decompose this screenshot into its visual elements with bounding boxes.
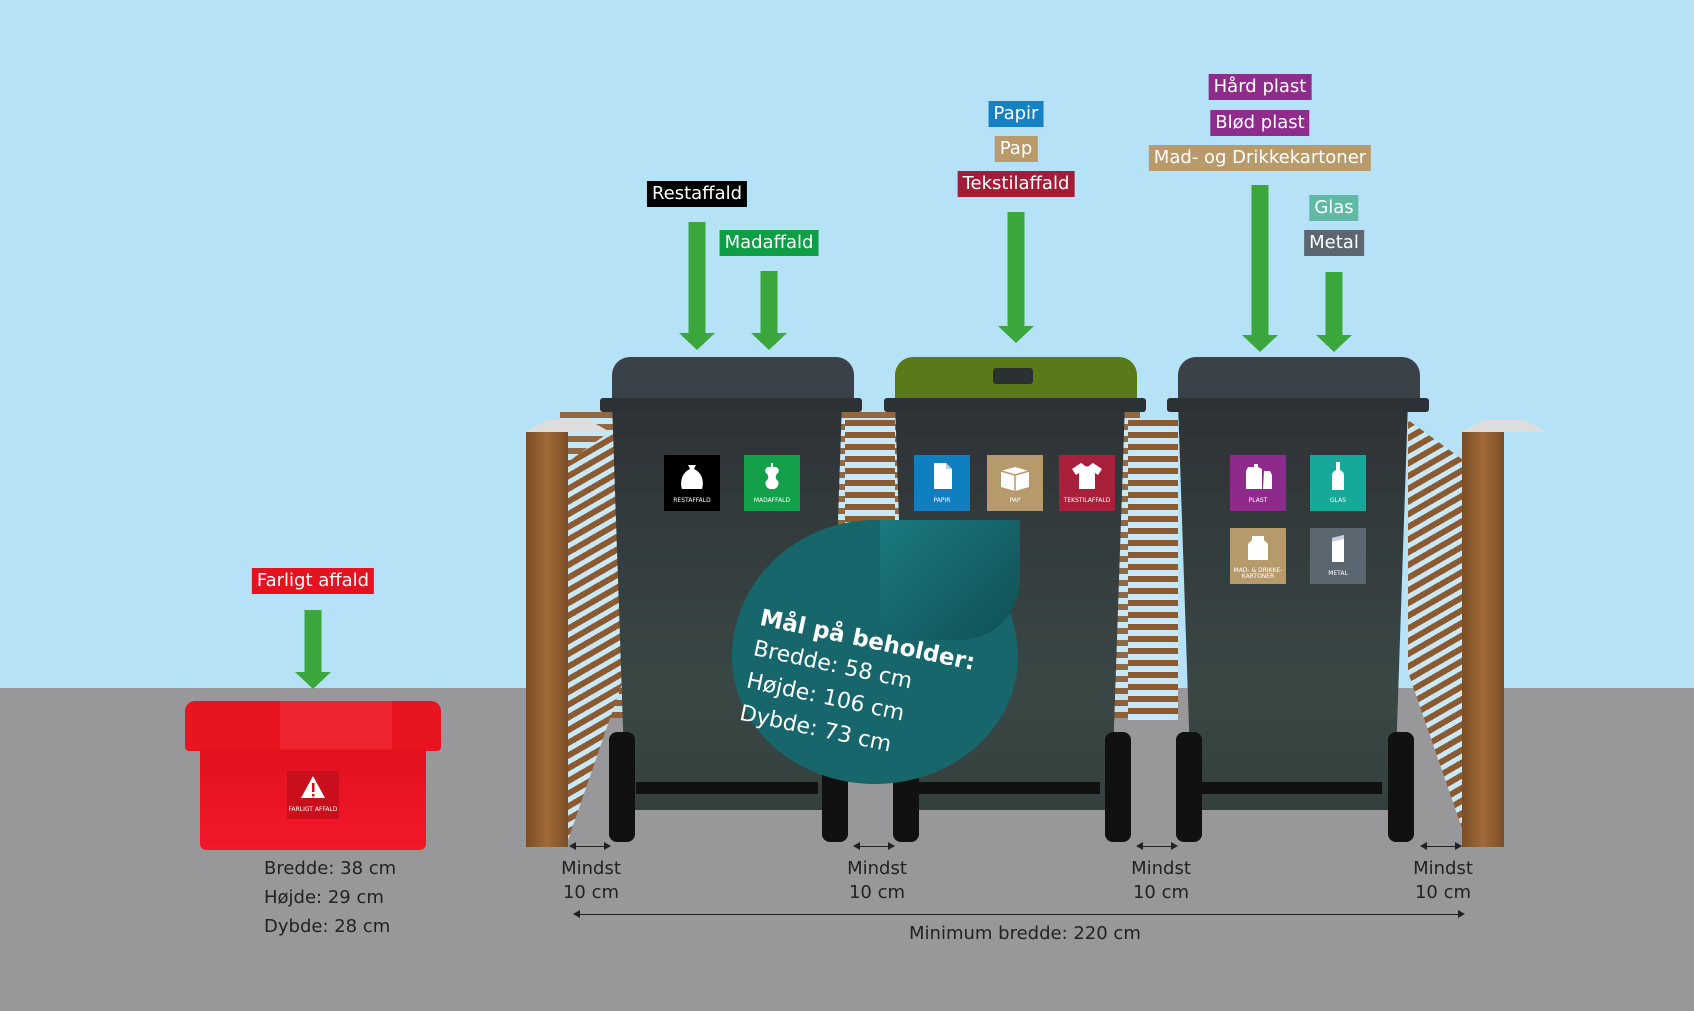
label-papir: Papir xyxy=(988,101,1044,127)
label-madaffald: Madaffald xyxy=(719,230,819,256)
can-icon: METAL xyxy=(1310,528,1366,584)
fence-post-left xyxy=(526,420,610,847)
arrow-madaffald xyxy=(751,271,787,350)
label-restaffald: Restaffald xyxy=(646,181,748,207)
paper-icon: PAPIR xyxy=(914,455,970,511)
arrow-farligt-affald xyxy=(295,610,331,689)
box-bredde: Bredde: 38 cm xyxy=(264,858,397,879)
arrow-restaffald xyxy=(679,222,715,350)
apple-core-icon: MADAFFALD xyxy=(744,455,800,511)
box-hoejde: Højde: 29 cm xyxy=(264,887,384,908)
box-dybde: Dybde: 28 cm xyxy=(264,916,391,937)
carton-icon: MAD- & DRIKKE-KARTONER xyxy=(1230,528,1286,584)
fence-post-right xyxy=(1462,420,1546,847)
warning-icon: FARLIGT AFFALD xyxy=(287,771,339,819)
box-dimensions: Bredde: 38 cm Højde: 29 cm Dybde: 28 cm xyxy=(264,854,396,941)
arrow-plast-kartoner xyxy=(1242,185,1278,352)
total-width-arrow xyxy=(573,910,1465,918)
glass-bottle-icon: GLAS xyxy=(1310,455,1366,511)
cardboard-box-icon: PAP xyxy=(987,455,1043,511)
plastic-bottle-icon: PLAST xyxy=(1230,455,1286,511)
arrow-glas-metal xyxy=(1316,272,1352,352)
arrow-papir-pap-tekstil xyxy=(998,212,1034,343)
fence-gap-slats-2 xyxy=(1128,420,1178,720)
gap-arrow-2 xyxy=(853,842,895,850)
sticker-curl xyxy=(880,520,1020,640)
label-tekstilaffald: Tekstilaffald xyxy=(957,171,1075,197)
gap-arrow-4 xyxy=(1420,842,1462,850)
gap-arrow-3 xyxy=(1136,842,1178,850)
label-pap: Pap xyxy=(994,136,1038,162)
label-farligt-affald: Farligt affald xyxy=(251,568,375,594)
label-metal: Metal xyxy=(1304,230,1364,256)
label-glas: Glas xyxy=(1309,195,1359,221)
tshirt-icon: TEKSTILAFFALD xyxy=(1059,455,1115,511)
trash-bag-icon: RESTAFFALD xyxy=(664,455,720,511)
gap-arrow-1 xyxy=(569,842,611,850)
minimum-width-label: Minimum bredde: 220 cm xyxy=(909,923,1141,944)
label-haard-plast: Hård plast xyxy=(1208,74,1312,100)
label-mad-drikkekartoner: Mad- og Drikkekartoner xyxy=(1148,145,1372,171)
label-bloed-plast: Blød plast xyxy=(1210,110,1310,136)
